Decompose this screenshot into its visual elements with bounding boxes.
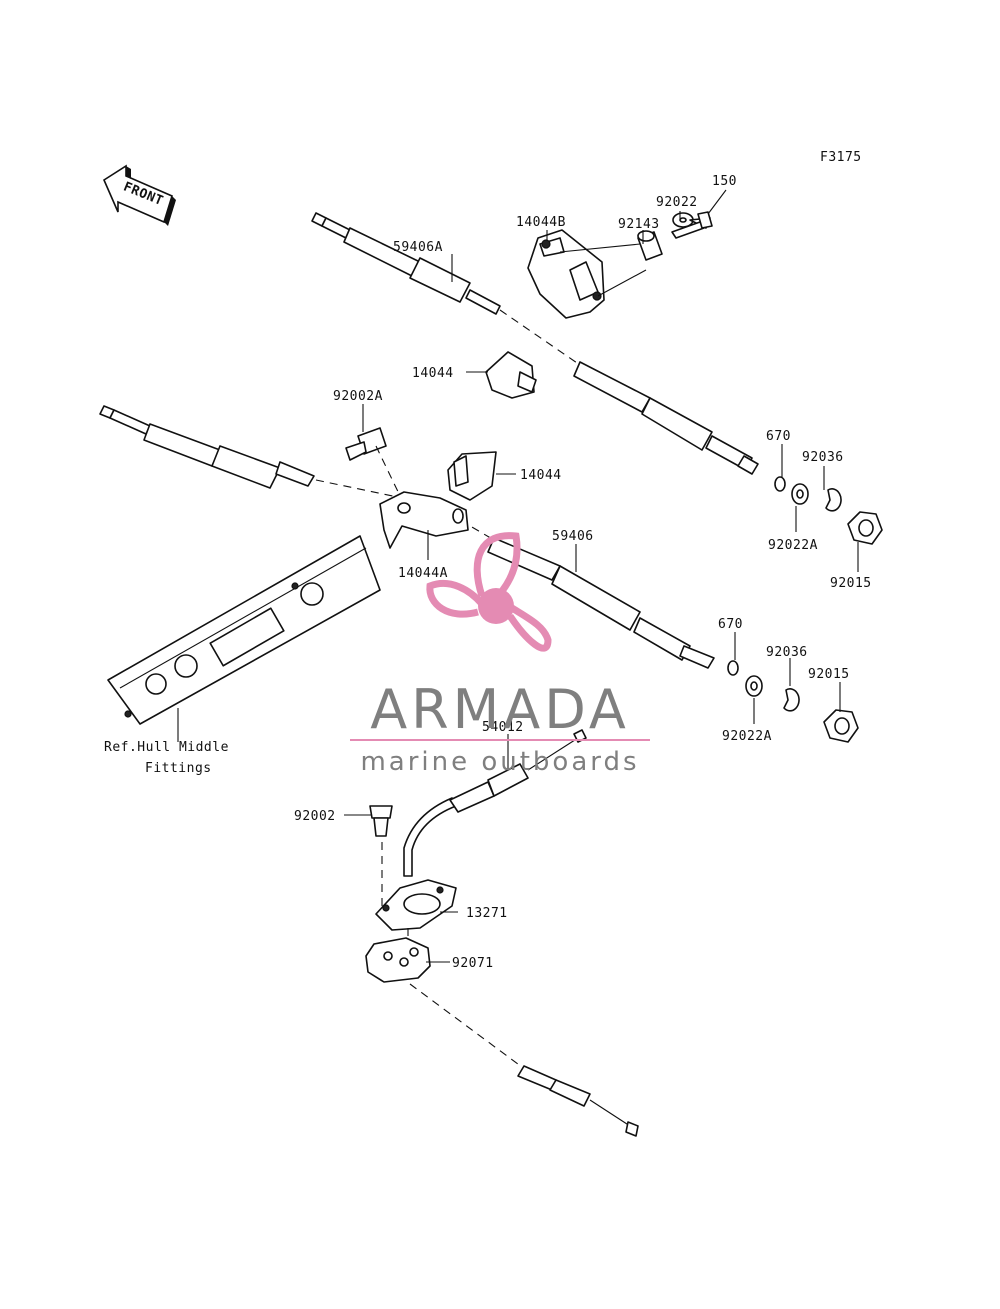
washer-92022 xyxy=(672,212,694,228)
callout-13271: 13271 xyxy=(466,906,508,921)
collar-92143 xyxy=(637,230,663,261)
callout-92143: 92143 xyxy=(618,217,660,232)
callout-92002: 92002 xyxy=(294,809,336,824)
callout-92022a-top: 92022A xyxy=(768,538,818,553)
callout-92002a: 92002A xyxy=(333,389,383,404)
nut-92015-top xyxy=(847,511,883,545)
clamp-14044-top xyxy=(485,351,537,399)
bracket-14044a xyxy=(379,491,469,549)
clamp-14044-mid xyxy=(447,451,497,501)
callout-92015-bottom: 92015 xyxy=(808,667,850,682)
propeller-logo xyxy=(426,532,552,652)
bolt-92002a xyxy=(345,427,403,501)
washer-92022a-top xyxy=(791,483,809,505)
callout-59406a: 59406A xyxy=(393,240,443,255)
callout-670-top: 670 xyxy=(766,429,791,444)
callout-14044a: 14044A xyxy=(398,566,448,581)
callout-92036-top: 92036 xyxy=(802,450,844,465)
plate-13271 xyxy=(375,879,457,931)
front-direction-arrow: FRONT xyxy=(102,164,176,226)
callout-14044b: 14044B xyxy=(516,215,566,230)
ref-note-line-2: Fittings xyxy=(145,761,212,776)
o-ring-670-bottom xyxy=(727,660,739,676)
ref-note-line-1: Ref.Hull Middle xyxy=(104,740,229,755)
hull-fitting-panel xyxy=(107,535,381,725)
cable-59406a xyxy=(311,212,759,475)
bolt-92002 xyxy=(369,805,393,906)
brand-name: ARMADA xyxy=(370,678,630,741)
callout-labels: 150 92022 14044B 92143 59406A 14044 9200… xyxy=(104,174,872,971)
cable-54012 xyxy=(403,729,587,877)
washer-92022a-bottom xyxy=(745,675,763,697)
callout-670-bottom: 670 xyxy=(718,617,743,632)
callout-59406: 59406 xyxy=(552,529,594,544)
figure-code: F3175 xyxy=(820,150,862,165)
callout-14044-top: 14044 xyxy=(412,366,454,381)
bolt-150 xyxy=(671,211,713,239)
clip-92036-bottom xyxy=(783,688,800,712)
cable-54012-end xyxy=(409,983,639,1137)
callout-14044-mid: 14044 xyxy=(520,468,562,483)
brand-tagline: marine outboards xyxy=(360,747,639,777)
propeller-hub xyxy=(478,588,514,624)
callout-92071: 92071 xyxy=(452,956,494,971)
callout-150: 150 xyxy=(712,174,737,189)
bracket-14044b xyxy=(527,229,605,319)
o-ring-670-top xyxy=(774,476,786,492)
callout-92022a-bottom: 92022A xyxy=(722,729,772,744)
callout-54012: 54012 xyxy=(482,720,524,735)
cable-59406 xyxy=(99,405,715,669)
nut-92015-bottom xyxy=(823,709,859,743)
callout-92015-top: 92015 xyxy=(830,576,872,591)
grommet-92071 xyxy=(365,937,431,983)
clip-92036-top xyxy=(825,488,842,512)
callout-92022: 92022 xyxy=(656,195,698,210)
armada-watermark: ARMADA marine outboards xyxy=(350,532,650,777)
leader-lines xyxy=(344,189,859,963)
callout-92036-bottom: 92036 xyxy=(766,645,808,660)
